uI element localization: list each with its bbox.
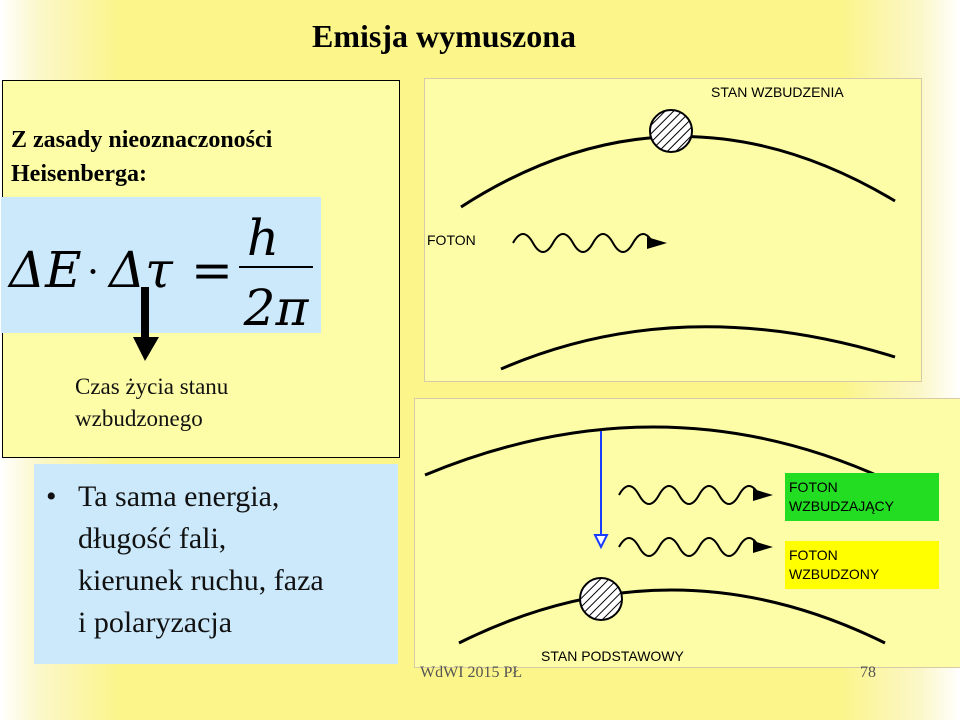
heisenberg-heading-line2: Heisenberga: — [11, 161, 147, 187]
page-number: 78 — [860, 664, 876, 681]
properties-line: i polaryzacja — [78, 606, 233, 639]
properties-line: długość fali, — [78, 522, 227, 555]
excited-level-curve — [424, 425, 886, 481]
excited-state-diagram: STAN WZBUDZENIA FOTON — [424, 78, 922, 382]
stimulated-emission-graphic: FOTON WZBUDZAJĄCY FOTON WZBUDZONY STAN P… — [424, 425, 939, 664]
formula-denominator: 2π — [243, 279, 310, 333]
incoming-photon-wave — [512, 233, 655, 253]
transition-arrow-icon — [593, 534, 609, 550]
properties-item: • Ta sama energia, długość fali, kierune… — [44, 476, 398, 644]
properties-list: • Ta sama energia, długość fali, kierune… — [44, 476, 398, 644]
slide-title: Emisja wymuszona — [312, 18, 577, 54]
formula-equals: = — [191, 241, 233, 299]
excited-state-label: STAN WZBUDZENIA — [711, 84, 844, 100]
excited-photon-line2: WZBUDZONY — [789, 566, 880, 582]
lifetime-label: Czas życia stanu wzbudzonego — [75, 371, 395, 435]
uncertainty-formula: ΔE · Δτ = h 2π — [1, 197, 321, 333]
stimulated-emission-diagram: FOTON WZBUDZAJĄCY FOTON WZBUDZONY STAN P… — [414, 398, 960, 668]
excited-photon-badge — [785, 541, 939, 589]
formula-delta-e: ΔE — [7, 241, 82, 299]
stimulating-photon-wave — [618, 485, 761, 505]
excited-state-graphic: STAN WZBUDZENIA FOTON — [427, 84, 896, 371]
heisenberg-heading: Z zasady nieoznaczoności Heisenberga: — [11, 123, 391, 191]
properties-line: Ta sama energia, — [78, 480, 280, 513]
ground-level-curve — [500, 325, 896, 371]
properties-panel: • Ta sama energia, długość fali, kierune… — [34, 464, 398, 664]
ground-level-curve — [458, 588, 886, 645]
exciting-photon-badge — [785, 473, 939, 521]
exciting-photon-line1: FOTON — [789, 479, 838, 495]
lifetime-label-line2: wzbudzonego — [75, 406, 203, 431]
footer-course: WdWI 2015 PŁ — [420, 664, 523, 681]
photon-arrow-icon — [753, 489, 773, 501]
properties-line: kierunek ruchu, faza — [78, 564, 324, 597]
exciting-photon-line2: WZBUDZAJĄCY — [789, 498, 895, 514]
emitted-photon-wave — [618, 537, 761, 557]
excited-photon-line1: FOTON — [789, 547, 838, 563]
heisenberg-heading-line1: Z zasady nieoznaczoności — [11, 127, 273, 153]
formula-delta-tau: Δτ — [107, 241, 174, 299]
heisenberg-panel: Z zasady nieoznaczoności Heisenberga: ΔE… — [1, 80, 400, 458]
electron-atom-icon — [649, 109, 693, 153]
bullet-icon: • — [46, 480, 57, 513]
formula-numerator: h — [247, 209, 279, 267]
formula-dot: · — [87, 250, 99, 294]
down-arrow-icon — [133, 287, 159, 361]
photon-arrow-icon — [647, 237, 667, 249]
photon-label: FOTON — [427, 232, 476, 248]
photon-arrow-icon — [753, 541, 773, 553]
formula-graphic: ΔE · Δτ = h 2π — [7, 209, 313, 333]
ground-state-label: STAN PODSTAWOWY — [541, 648, 685, 664]
lifetime-label-line1: Czas życia stanu — [75, 374, 229, 399]
electron-atom-icon — [579, 577, 623, 621]
